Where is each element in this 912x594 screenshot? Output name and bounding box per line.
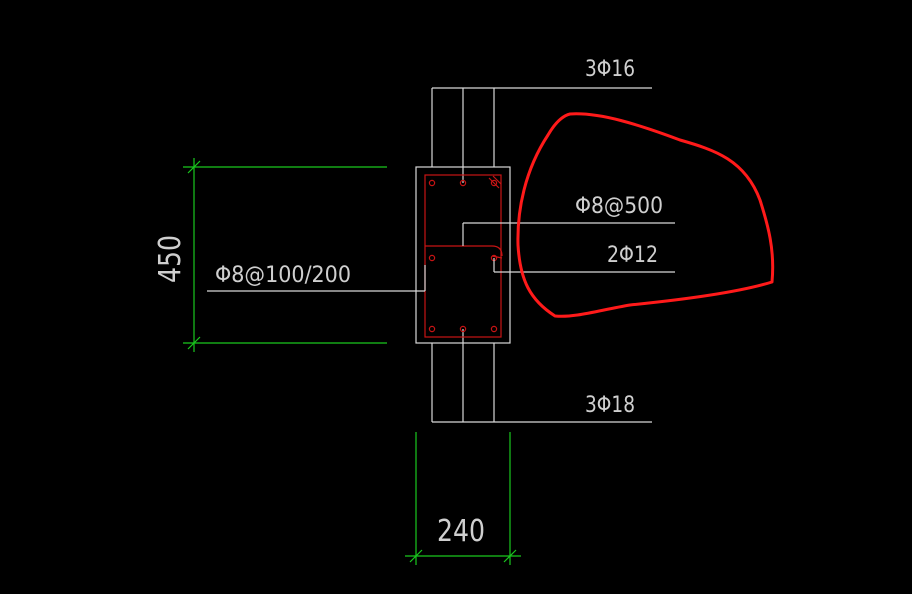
- concrete-section-outline: [415, 166, 511, 344]
- label-bottom-bars: 3Φ18: [585, 393, 635, 418]
- width-dimension: [405, 432, 521, 565]
- right-leaders: [462, 222, 675, 273]
- label-waist-bars: 2Φ12: [607, 243, 658, 268]
- label-tie-bar: Φ8@500: [575, 194, 663, 219]
- height-dimension: [183, 158, 387, 352]
- section-leader-lines: [431, 87, 652, 423]
- label-stirrups: Φ8@100/200: [215, 263, 351, 288]
- dimension-width-text: 240: [437, 514, 485, 549]
- stirrup-leader: [207, 265, 426, 292]
- stirrup-cage: [424, 174, 503, 338]
- dimension-height-text: 450: [153, 235, 188, 283]
- red-highlight-markup: [516, 112, 775, 318]
- label-top-bars: 3Φ16: [585, 57, 635, 82]
- rebar-dots: [428, 179, 498, 333]
